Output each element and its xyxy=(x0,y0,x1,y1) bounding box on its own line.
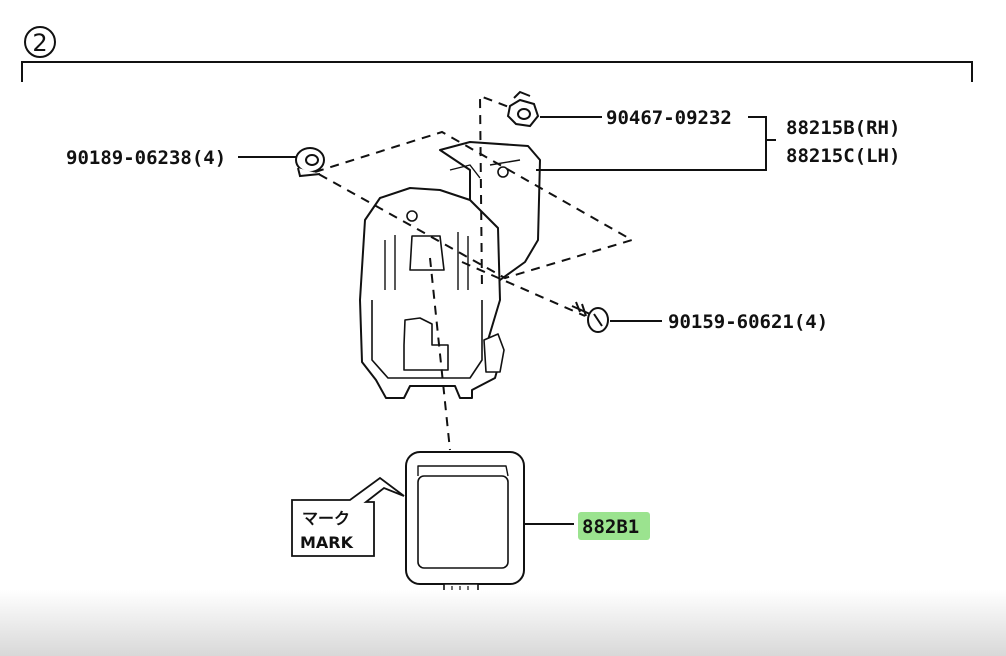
group-bracket xyxy=(21,61,973,82)
leader-lines xyxy=(238,116,776,525)
sensor-body xyxy=(405,451,525,607)
sensor-highlight xyxy=(578,512,650,540)
nut-fastener xyxy=(506,90,540,128)
part-label-bracket-lh: 88215C(LH) xyxy=(786,145,900,167)
part-label-nut: 90467-09232 xyxy=(606,107,732,129)
assembly-dash-lines xyxy=(312,94,635,451)
part-label-clip: 90189-06238(4) xyxy=(66,147,226,169)
part-label-bracket-rh: 88215B(RH) xyxy=(786,117,900,139)
mark-label-jp: マーク xyxy=(302,509,350,528)
part-label-sensor: 882B1 xyxy=(582,516,639,538)
mark-callout: マーク MARK xyxy=(291,476,405,557)
diagram-code: 84Q239A xyxy=(910,610,982,629)
part-label-screw: 90159-60621(4) xyxy=(668,311,828,333)
callout-number: 2 xyxy=(32,29,47,57)
clip-fastener xyxy=(295,147,325,178)
mark-label-en: MARK xyxy=(300,533,354,552)
callout-badge: 2 xyxy=(24,26,56,58)
screw-fastener xyxy=(571,301,609,333)
bracket-assembly xyxy=(359,141,541,399)
